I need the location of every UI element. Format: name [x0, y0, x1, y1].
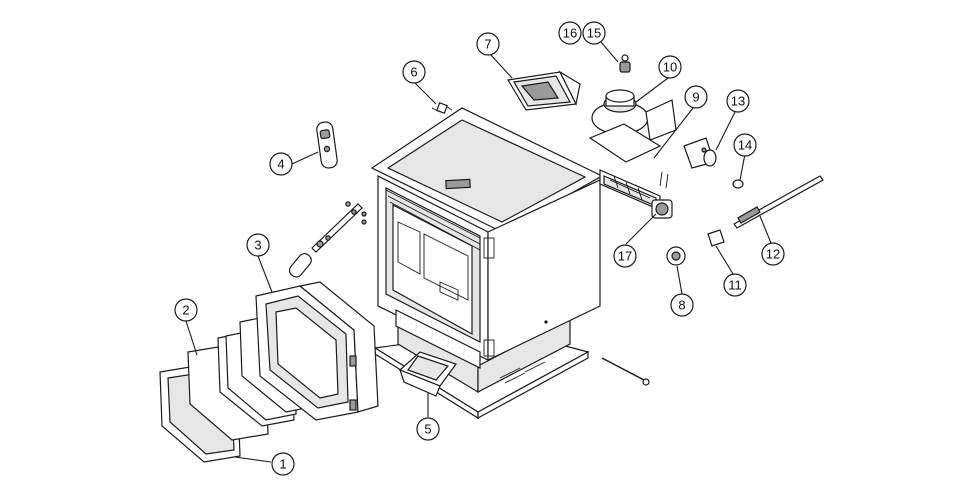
leader-lines [185, 41, 772, 463]
callout-11-label: 11 [728, 278, 742, 293]
callout-4-label: 4 [277, 157, 284, 172]
part-11-plate [707, 229, 725, 247]
callout-9-label: 9 [692, 90, 699, 105]
callout-13-label: 13 [731, 94, 745, 109]
part-9-auger [599, 169, 661, 211]
callout-10: 10 [658, 55, 682, 79]
stove-body [370, 107, 604, 369]
callout-5: 5 [416, 417, 440, 441]
callout-15-label: 15 [587, 26, 601, 41]
part-7-control-panel [507, 70, 581, 111]
part-17-auger-motor [651, 171, 673, 219]
callout-17-label: 17 [618, 249, 632, 264]
callout-13: 13 [726, 89, 750, 113]
part-10-blower [588, 89, 677, 163]
callout-1-label: 1 [279, 457, 286, 472]
callout-8: 8 [670, 293, 694, 317]
part-4-remote [316, 121, 338, 169]
callout-9: 9 [684, 85, 708, 109]
ash-tool [288, 201, 367, 278]
cleaning-rod [601, 357, 650, 386]
callout-6: 6 [402, 60, 426, 84]
callout-7: 7 [476, 32, 500, 56]
callout-15: 15 [582, 21, 606, 45]
callout-17: 17 [613, 244, 637, 268]
part-14-clip [732, 179, 744, 189]
part-6-switch [431, 102, 453, 114]
part-8-pressure-switch [666, 246, 686, 266]
callout-16: 16 [558, 21, 582, 45]
callout-7-label: 7 [484, 37, 491, 52]
callout-4: 4 [269, 152, 293, 176]
part-3-door-assembly [255, 281, 379, 421]
callout-2: 2 [174, 298, 198, 322]
callout-10-label: 10 [663, 60, 677, 75]
part-5-ash-pan [398, 351, 457, 397]
callout-5-label: 5 [424, 422, 431, 437]
callout-6-label: 6 [410, 65, 417, 80]
callout-12-label: 12 [766, 247, 780, 262]
callout-14-label: 14 [738, 138, 752, 153]
callout-3: 3 [246, 233, 270, 257]
callout-14: 14 [733, 133, 757, 157]
callout-16-label: 16 [563, 26, 577, 41]
part-12-igniter [733, 175, 824, 229]
part-13-motor [683, 137, 717, 169]
callout-1: 1 [271, 452, 295, 476]
callout-12: 12 [761, 242, 785, 266]
callout-8-label: 8 [678, 298, 685, 313]
callout-11: 11 [723, 273, 747, 297]
part-15-16-fittings [619, 54, 631, 73]
callout-3-label: 3 [254, 238, 261, 253]
callout-2-label: 2 [182, 303, 189, 318]
